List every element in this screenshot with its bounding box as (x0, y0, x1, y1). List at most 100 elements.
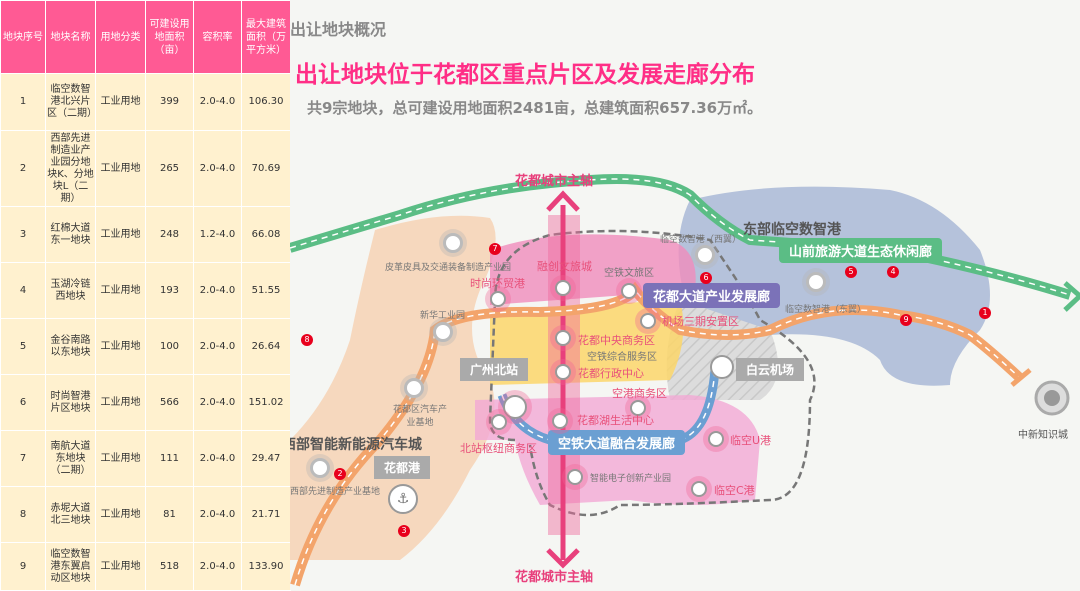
header-cell: 地块名称 (45, 0, 96, 74)
table-cell: 2.0-4.0 (193, 318, 242, 375)
map-graphics (290, 174, 1080, 587)
marker-6[interactable]: 6 (700, 272, 712, 284)
place-label: 新华工业园 (420, 311, 466, 321)
table-cell: 玉湖冷链西地块 (45, 262, 96, 319)
place-label: 西部先进制造产业基地 (290, 487, 381, 497)
table-cell: 工业用地 (95, 206, 146, 263)
table-cell: 工业用地 (95, 486, 146, 543)
east-zone-label: 东部临空数智港 (743, 222, 841, 238)
table-cell: 1 (0, 73, 46, 131)
marker-9[interactable]: 9 (900, 314, 912, 326)
node (433, 322, 453, 342)
zone-label: 临空C港 (714, 484, 755, 497)
table-cell: 29.47 (241, 430, 291, 487)
zone-label: 北站枢纽商务区 (460, 442, 537, 455)
node (443, 233, 463, 253)
node (567, 469, 583, 485)
node (404, 378, 424, 398)
table-cell: 81 (145, 486, 194, 543)
table-cell: 566 (145, 374, 194, 431)
node (708, 431, 724, 447)
table-cell: 5 (0, 318, 46, 375)
table-cell: 2.0-4.0 (193, 374, 242, 431)
node (552, 413, 568, 429)
node (621, 283, 637, 299)
west-zone-label: 西部智能新能源汽车城 (290, 437, 422, 453)
table-cell: 时尚智港片区地块 (45, 374, 96, 431)
port-label: 花都港 (374, 456, 431, 479)
table-cell: 399 (145, 73, 194, 131)
zone-label: 花都行政中心 (578, 367, 644, 380)
marker-1[interactable]: 1 (979, 307, 991, 319)
airport-label: 白云机场 (736, 358, 805, 381)
marker-3[interactable]: 3 (398, 525, 410, 537)
header-cell: 容积率 (193, 0, 242, 74)
table-cell: 工业用地 (95, 542, 146, 591)
table-cell: 2.0-4.0 (193, 542, 242, 591)
table-cell: 133.90 (241, 542, 291, 591)
header-cell: 用地分类 (95, 0, 146, 74)
table-cell: 7 (0, 430, 46, 487)
summary-text: 共9宗地块，总可建设用地面积2481亩，总建筑面积657.36万㎡。 (307, 99, 763, 117)
table-cell: 2 (0, 130, 46, 207)
place-label: 智能电子创新产业园 (590, 474, 672, 484)
zone-label: 花都中央商务区 (578, 334, 655, 347)
node (555, 330, 571, 346)
table-cell: 2.0-4.0 (193, 262, 242, 319)
marker-7[interactable]: 7 (489, 243, 501, 255)
zone-label: 临空U港 (730, 434, 772, 447)
header-cell: 地块序号 (0, 0, 46, 74)
train-station-icon (503, 395, 527, 419)
table-cell: 3 (0, 206, 46, 263)
node (491, 414, 507, 430)
axis-arrow-up (546, 190, 580, 212)
node (555, 364, 571, 380)
node (555, 280, 571, 296)
marker-4[interactable]: 4 (887, 266, 899, 278)
zone-label: 空港商务区 (612, 387, 667, 400)
yellow-zone (490, 300, 684, 385)
zone-label: 机场三期安置区 (662, 315, 739, 328)
table-cell: 红棉大道东一地块 (45, 206, 96, 263)
node (490, 291, 506, 307)
map-area: 出让地块概况 出让地块位于花都区重点片区及发展走廊分布 共9宗地块，总可建设用地… (290, 0, 1080, 590)
axis-label-bottom: 花都城市主轴 (515, 570, 594, 585)
table-cell: 2.0-4.0 (193, 73, 242, 131)
table-cell: 248 (145, 206, 194, 263)
table-cell: 111 (145, 430, 194, 487)
zone-label: 融创文旅城 (537, 260, 592, 273)
north-station-label: 广州北站 (460, 358, 529, 381)
table-cell: 工业用地 (95, 262, 146, 319)
table-cell: 51.55 (241, 262, 291, 319)
table-cell: 26.64 (241, 318, 291, 375)
table-cell: 66.08 (241, 206, 291, 263)
place-label: 临空数智港（东翼） (785, 305, 867, 315)
marker-5[interactable]: 5 (845, 266, 857, 278)
boundary-dashed (488, 229, 816, 517)
table-cell: 193 (145, 262, 194, 319)
zhongxin-label: 中新知识城 (1018, 430, 1068, 441)
green-corridor-label: 山前旅游大道生态休闲廊 (779, 238, 943, 263)
zone-label: 时尚环贸港 (470, 277, 525, 290)
airplane-icon (710, 355, 734, 379)
place-label: 花都区汽车产业基地 (392, 405, 447, 428)
zone-label: 花都湖生活中心 (577, 414, 654, 427)
table-cell: 70.69 (241, 130, 291, 207)
table-cell: 南航大道东地块（二期） (45, 430, 96, 487)
marker-2[interactable]: 2 (334, 468, 346, 480)
marker-8[interactable]: 8 (301, 334, 313, 346)
blue-corridor-label: 空铁大道融合发展廊 (548, 430, 686, 455)
table-cell: 4 (0, 262, 46, 319)
node (630, 400, 646, 416)
table-cell: 赤坭大道北三地块 (45, 486, 96, 543)
node (695, 245, 715, 265)
header-cell: 可建设用地面积（亩） (145, 0, 194, 74)
